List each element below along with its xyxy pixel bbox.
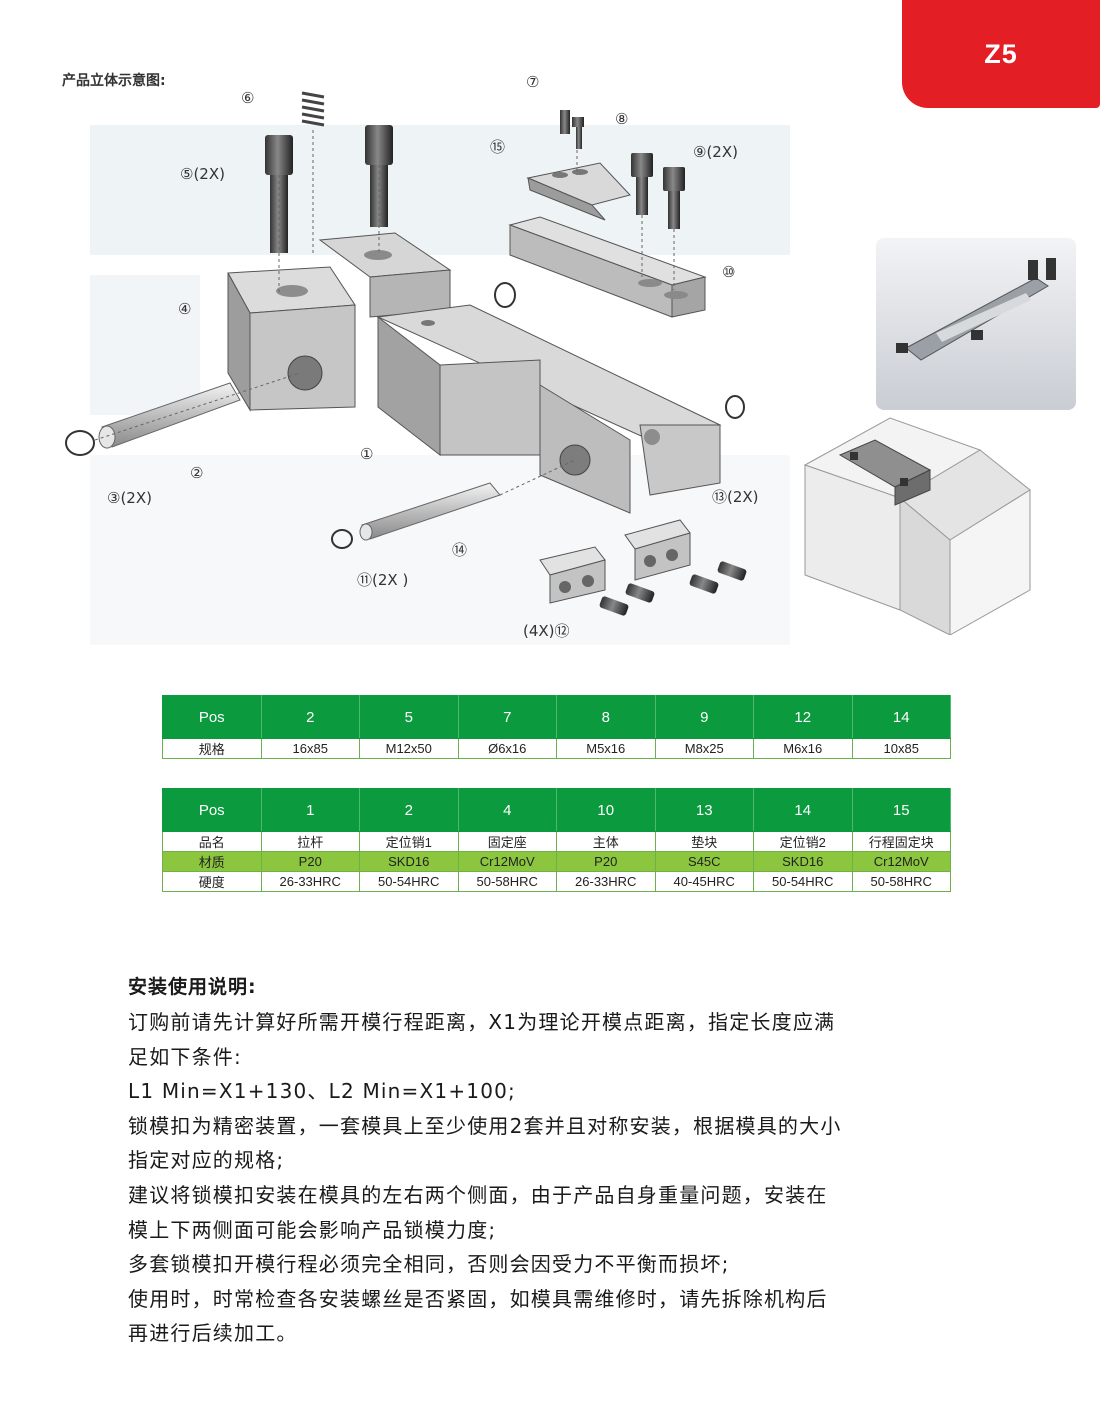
material-cell: 26-33HRC bbox=[556, 871, 656, 892]
material-cell: SKD16 bbox=[359, 851, 459, 872]
instruction-line: 使用时，时常检查各安装螺丝是否紧固，如模具需维修时，请先拆除机构后 bbox=[128, 1286, 828, 1311]
instruction-line: 多套锁模扣开模行程必须完全相同，否则会因受力不平衡而损坏; bbox=[128, 1252, 730, 1277]
instruction-line: 模上下两侧面可能会影响产品锁模力度; bbox=[128, 1217, 497, 1242]
material-header-cell: 15 bbox=[851, 788, 951, 832]
callout-15: ⑮ bbox=[490, 138, 506, 156]
material-header-cell: 10 bbox=[556, 788, 656, 832]
page-code: Z5 bbox=[984, 38, 1018, 69]
installation-instructions: 安装使用说明: 订购前请先计算好所需开模行程距离，X1为理论开模点距离，指定长度… bbox=[128, 972, 998, 1351]
material-cell: 50-58HRC bbox=[851, 871, 951, 892]
spec-cell: 10x85 bbox=[851, 738, 951, 759]
material-cell: 40-45HRC bbox=[654, 871, 754, 892]
material-cell: 50-54HRC bbox=[359, 871, 459, 892]
table-row: 材质 P20 SKD16 Cr12MoV P20 S45C SKD16 Cr12… bbox=[162, 851, 951, 872]
instruction-line: 再进行后续加工。 bbox=[128, 1321, 298, 1346]
callout-2: ② bbox=[190, 464, 204, 482]
spec-cell: 规格 bbox=[162, 738, 262, 759]
table-row: 品名 拉杆 定位销1 固定座 主体 垫块 定位销2 行程固定块 bbox=[162, 831, 951, 852]
figure-title: 产品立体示意图: bbox=[62, 73, 166, 89]
spec-table: Pos 2 5 7 8 9 12 14 规格 16x85 M12x50 Ø6x1… bbox=[162, 695, 951, 759]
table-row: 规格 16x85 M12x50 Ø6x16 M5x16 M8x25 M6x16 … bbox=[162, 738, 951, 759]
callout-6: ⑥ bbox=[241, 89, 255, 107]
material-header-cell: 4 bbox=[457, 788, 557, 832]
spec-header-cell: 12 bbox=[753, 695, 853, 739]
part-1-main-body bbox=[376, 304, 722, 514]
material-table: Pos 1 2 4 10 13 14 15 品名 拉杆 定位销1 固定座 主体 … bbox=[162, 788, 951, 892]
spec-header-cell: 9 bbox=[654, 695, 754, 739]
callout-11: ⑪(2X ) bbox=[357, 571, 409, 589]
spec-cell: 16x85 bbox=[260, 738, 360, 759]
material-header-cell: Pos bbox=[162, 788, 262, 832]
material-cell: 50-54HRC bbox=[753, 871, 853, 892]
part-4-back-block bbox=[318, 232, 452, 318]
material-cell: 26-33HRC bbox=[260, 871, 360, 892]
callout-8: ⑧ bbox=[615, 110, 629, 128]
callout-9: ⑨(2X) bbox=[693, 143, 738, 161]
material-header-cell: 1 bbox=[260, 788, 360, 832]
instruction-line: 订购前请先计算好所需开模行程距离，X1为理论开模点距离，指定长度应满 bbox=[128, 1010, 836, 1034]
callout-14: ⑭ bbox=[452, 541, 468, 559]
spec-table-header: Pos 2 5 7 8 9 12 14 bbox=[162, 695, 951, 739]
exploded-view-drawing bbox=[65, 91, 790, 645]
instructions-title: 安装使用说明: bbox=[128, 976, 257, 998]
material-cell: Cr12MoV bbox=[851, 851, 951, 872]
callout-1: ① bbox=[360, 445, 374, 463]
material-header-cell: 13 bbox=[654, 788, 754, 832]
callout-7: ⑦ bbox=[526, 73, 540, 91]
part-3-11-rings bbox=[65, 282, 745, 549]
spec-cell: M6x16 bbox=[753, 738, 853, 759]
callout-13: ⑬(2X) bbox=[712, 488, 759, 506]
material-cell: 固定座 bbox=[457, 831, 557, 852]
part-15-travel-block bbox=[526, 162, 631, 221]
material-cell: P20 bbox=[556, 851, 656, 872]
material-cell: 主体 bbox=[556, 831, 656, 852]
material-cell: P20 bbox=[260, 851, 360, 872]
part-10-rail bbox=[508, 216, 707, 318]
spec-header-cell: 5 bbox=[359, 695, 459, 739]
material-header-cell: 2 bbox=[359, 788, 459, 832]
instruction-line: 指定对应的规格; bbox=[128, 1148, 285, 1173]
part-4-fixed-seat bbox=[227, 266, 356, 412]
product-photo bbox=[876, 238, 1076, 410]
callout-12: (4X)⑫ bbox=[523, 622, 570, 640]
callout-5: ⑤(2X) bbox=[180, 165, 225, 183]
spec-cell: M5x16 bbox=[556, 738, 656, 759]
material-cell: 材质 bbox=[162, 851, 262, 872]
material-table-header: Pos 1 2 4 10 13 14 15 bbox=[162, 788, 951, 832]
spec-header-cell: 2 bbox=[260, 695, 360, 739]
part-12-screws bbox=[599, 561, 747, 616]
spec-cell: Ø6x16 bbox=[457, 738, 557, 759]
table-row: 硬度 26-33HRC 50-54HRC 50-58HRC 26-33HRC 4… bbox=[162, 871, 951, 892]
spec-cell: M12x50 bbox=[359, 738, 459, 759]
material-cell: 定位销1 bbox=[359, 831, 459, 852]
spec-header-cell: 7 bbox=[457, 695, 557, 739]
part-7-9-bolts bbox=[560, 110, 685, 229]
material-header-cell: 14 bbox=[753, 788, 853, 832]
material-cell: 硬度 bbox=[162, 871, 262, 892]
material-cell: 拉杆 bbox=[260, 831, 360, 852]
instruction-line: 锁模扣为精密装置，一套模具上至少使用2套并且对称安装，根据模具的大小 bbox=[128, 1113, 842, 1138]
material-cell: 行程固定块 bbox=[851, 831, 951, 852]
part-13-spacers bbox=[539, 519, 691, 604]
callout-4: ④ bbox=[178, 300, 192, 318]
spec-header-cell: Pos bbox=[162, 695, 262, 739]
part-6-spring bbox=[301, 91, 325, 127]
material-cell: 定位销2 bbox=[753, 831, 853, 852]
material-cell: 50-58HRC bbox=[457, 871, 557, 892]
spec-header-cell: 8 bbox=[556, 695, 656, 739]
instruction-line: L1 Min=X1+130、L2 Min=X1+100; bbox=[128, 1079, 516, 1104]
callout-3: ③(2X) bbox=[107, 489, 152, 507]
spec-cell: M8x25 bbox=[654, 738, 754, 759]
mold-installation-illustration bbox=[800, 410, 1045, 636]
instruction-line: 建议将锁模扣安装在模具的左右两个侧面，由于产品自身重量问题，安装在 bbox=[128, 1182, 828, 1207]
material-cell: SKD16 bbox=[753, 851, 853, 872]
material-cell: S45C bbox=[654, 851, 754, 872]
material-cell: 品名 bbox=[162, 831, 262, 852]
material-cell: 垫块 bbox=[654, 831, 754, 852]
material-cell: Cr12MoV bbox=[457, 851, 557, 872]
callout-10: ⑩ bbox=[722, 263, 736, 281]
page-code-badge: Z5 bbox=[902, 0, 1100, 108]
spec-header-cell: 14 bbox=[851, 695, 951, 739]
instruction-line: 足如下条件: bbox=[128, 1044, 242, 1069]
